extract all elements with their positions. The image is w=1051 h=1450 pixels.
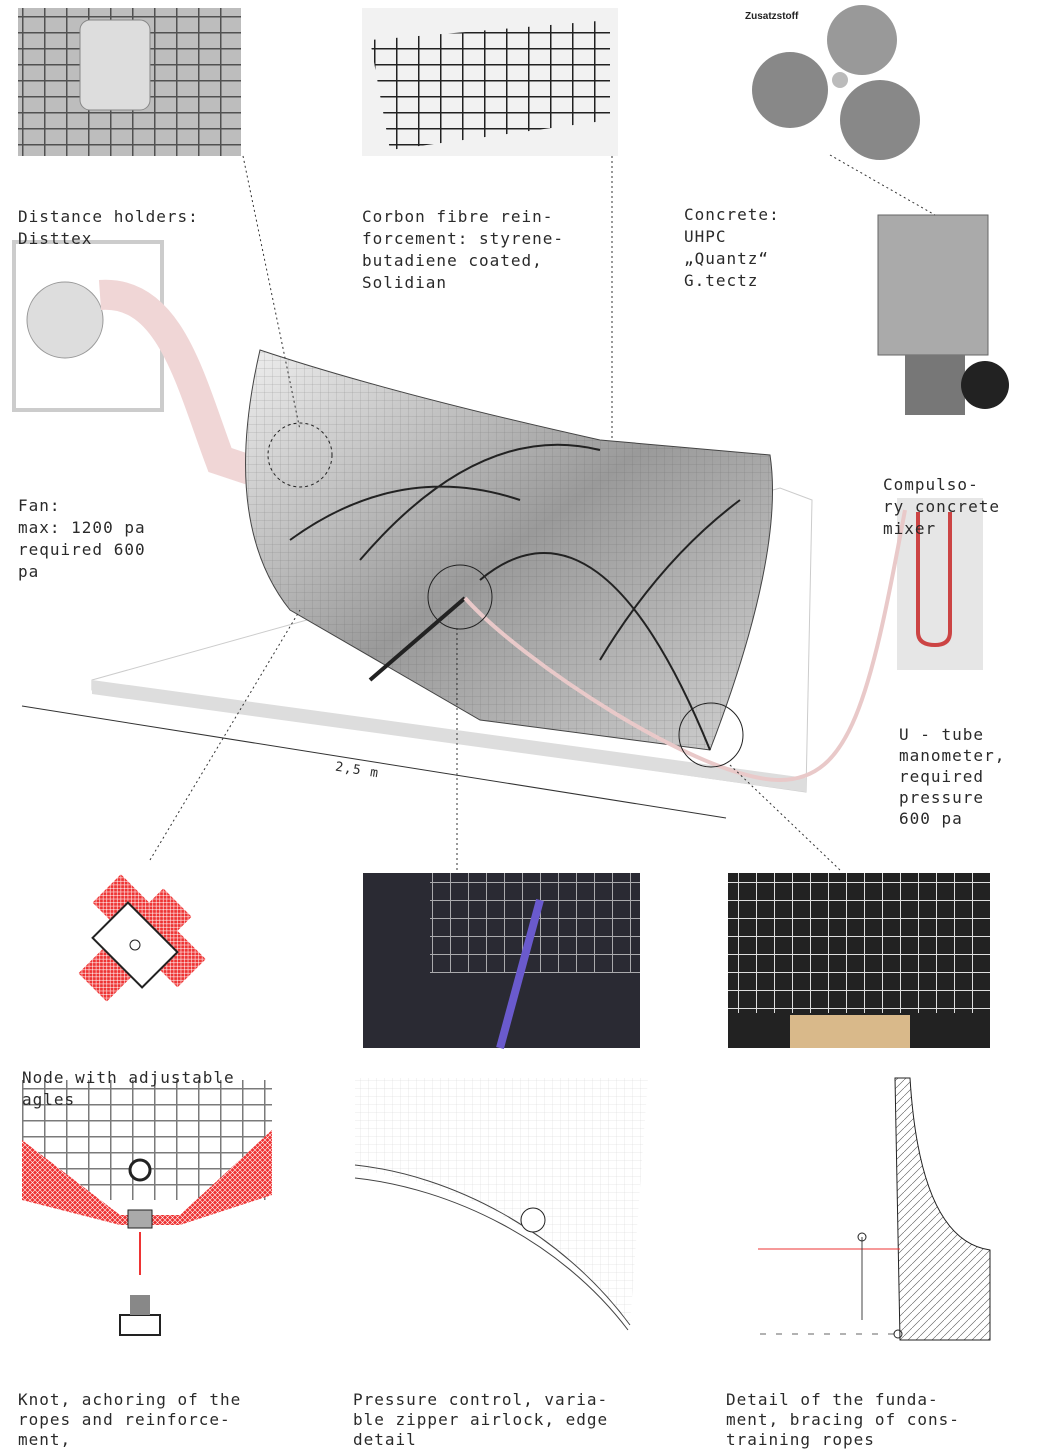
leader-lines — [149, 154, 936, 872]
dimension-line — [21, 705, 727, 819]
node-illustration — [78, 874, 206, 1002]
foundation-label: Detail of the funda-ment, bracing of con… — [726, 1390, 960, 1449]
fan-photo — [12, 240, 255, 485]
zipper-edge-illustration — [354, 1078, 648, 1331]
manometer-photo — [897, 498, 983, 670]
distance-holder-photo — [18, 8, 241, 156]
carbon-label: Corbon fibre rein-forcement: styrene-but… — [362, 207, 565, 292]
distance-holders-label: Distance holders:Disttex — [18, 207, 199, 248]
concrete-label: Concrete:UHPC„Quantz“G.tectz — [684, 205, 780, 290]
zipper-photo — [363, 873, 640, 1050]
pressure-label: Pressure control, varia-ble zipper airlo… — [353, 1390, 609, 1449]
zusatzstoff-label: Zusatzstoff — [745, 11, 799, 22]
mixer-photo — [877, 214, 1009, 415]
concrete-grain-illustration — [752, 5, 920, 160]
knot-illustration — [22, 1080, 272, 1336]
concrete-shell — [245, 349, 907, 783]
foundation-section — [758, 1077, 991, 1341]
carbon-grid-photo — [362, 8, 618, 156]
foundation-photo — [728, 873, 990, 1048]
